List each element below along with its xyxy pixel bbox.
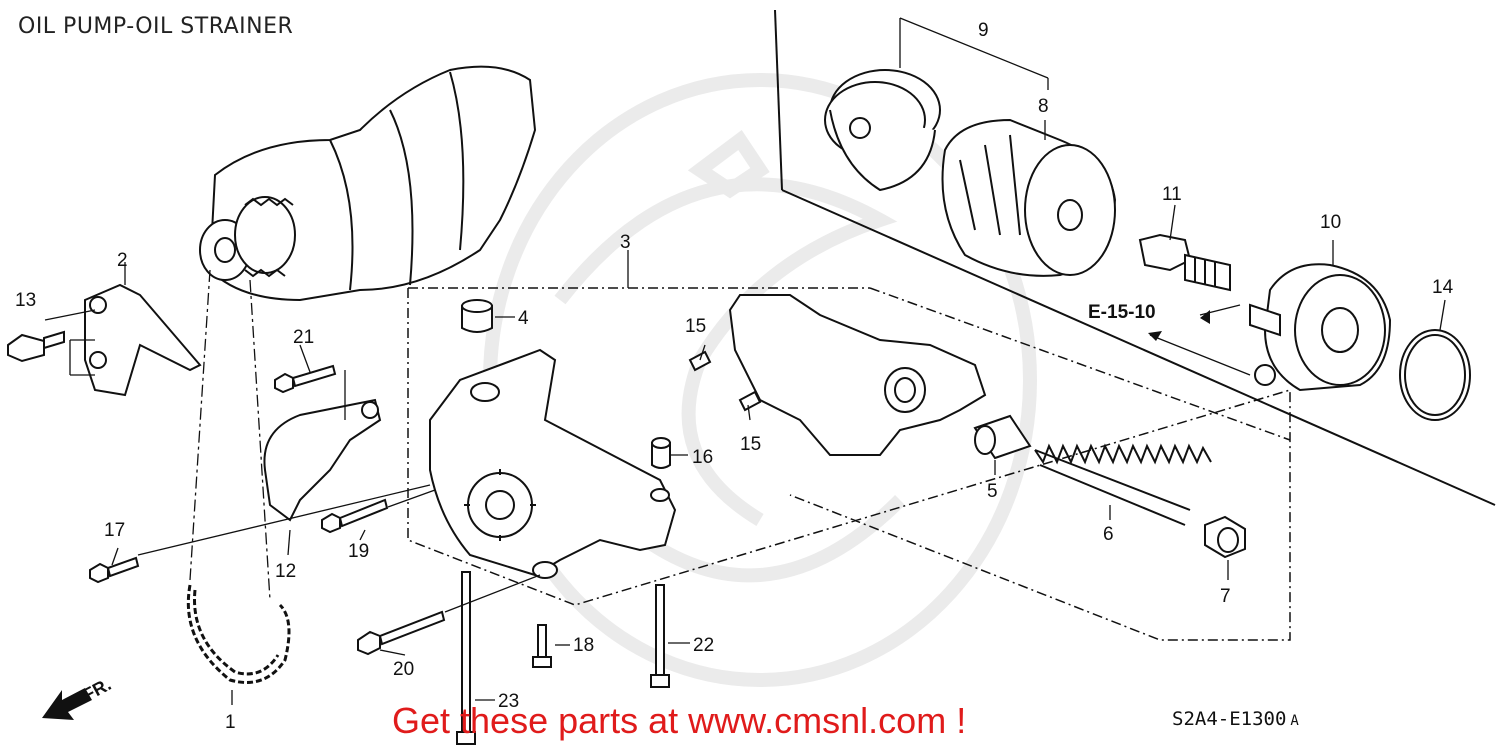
callout-8: 8 <box>1038 96 1049 117</box>
leader-lines <box>44 17 1446 705</box>
callout-23: 23 <box>498 691 519 712</box>
filter-bolt <box>1138 233 1231 292</box>
callout-20: 20 <box>393 659 414 680</box>
callout-21: 21 <box>293 327 314 348</box>
callout-22: 22 <box>693 635 714 656</box>
callout-6: 6 <box>1103 524 1114 545</box>
callout-18: 18 <box>573 635 594 656</box>
sealing-bolt-7 <box>1204 515 1246 559</box>
oil-pump-chain <box>186 584 291 684</box>
callout-7: 7 <box>1220 586 1231 607</box>
diagram-code-text: S2A4-E1300 <box>1172 708 1287 730</box>
callout-19: 19 <box>348 541 369 562</box>
oil-pump-body <box>429 348 677 579</box>
o-ring <box>1399 329 1471 421</box>
reference-label: E-15-10 <box>1088 302 1156 323</box>
oil-filter <box>941 118 1117 277</box>
callout-15b: 15 <box>740 434 761 455</box>
filter-group-frame <box>774 9 1496 506</box>
dowel-pins-15 <box>688 350 762 412</box>
relief-valve <box>973 414 1032 460</box>
bolts <box>7 330 670 745</box>
callout-14: 14 <box>1432 277 1454 298</box>
dowel-pin-16 <box>651 437 671 469</box>
callout-3: 3 <box>620 232 631 253</box>
diagram-code-suffix: A <box>1290 713 1299 729</box>
promo-banner-link[interactable]: Get these parts at www.cmsnl.com ! <box>392 700 967 741</box>
callout-labels: 1 2 3 4 5 6 7 8 9 10 11 12 13 14 15 15 1… <box>15 20 1454 733</box>
callout-10: 10 <box>1320 212 1341 233</box>
relief-valve-housing <box>728 294 987 456</box>
chain-guide <box>84 283 202 397</box>
callout-15a: 15 <box>685 316 706 337</box>
callout-11: 11 <box>1162 184 1182 205</box>
callout-12: 12 <box>275 561 296 582</box>
diagram-title: OIL PUMP-OIL STRAINER <box>18 14 294 39</box>
filter-wrench <box>824 69 941 192</box>
callout-1: 1 <box>225 712 236 733</box>
callout-5: 5 <box>987 481 998 502</box>
crankshaft <box>199 65 537 302</box>
callout-2: 2 <box>117 250 128 271</box>
relief-spring <box>1034 443 1212 526</box>
callout-4: 4 <box>518 308 529 329</box>
dowel-pin-4 <box>461 299 493 333</box>
callout-17: 17 <box>104 520 125 541</box>
callout-16: 16 <box>692 447 713 468</box>
front-arrow: FR. <box>42 674 114 720</box>
chain-tensioner <box>263 398 382 522</box>
callout-13: 13 <box>15 290 36 311</box>
callout-9: 9 <box>978 20 989 41</box>
oil-cooler <box>1249 263 1392 392</box>
pump-group-frame <box>407 287 1291 641</box>
